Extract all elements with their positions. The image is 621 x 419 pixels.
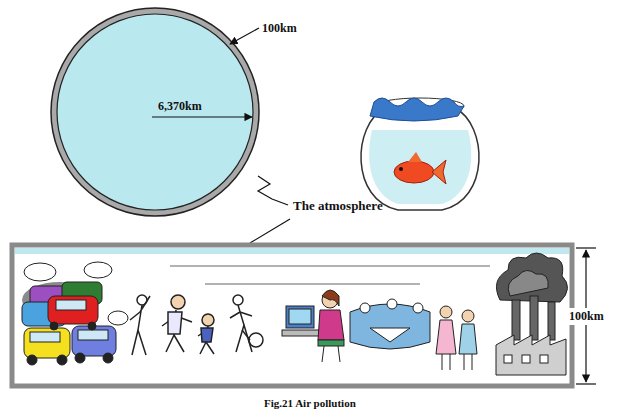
- two-women: [436, 306, 477, 370]
- factory: [496, 253, 568, 375]
- callout-label: The atmosphere: [293, 199, 383, 213]
- radius-label: 6,370km: [158, 99, 202, 114]
- cars: [22, 262, 128, 365]
- computer-worker: [282, 290, 344, 362]
- figure-caption: Fig.21 Air pollution: [264, 397, 356, 409]
- fishbowl: [361, 98, 479, 210]
- dimension-label: 100km: [568, 308, 605, 325]
- meeting: [350, 299, 430, 349]
- dimension-label: 100km: [262, 22, 297, 35]
- earth-circle: 6,370km: [50, 7, 260, 217]
- atmosphere-slab: [12, 245, 572, 386]
- earth-outline: [50, 7, 260, 217]
- people: [130, 295, 263, 355]
- leader-line: [250, 176, 290, 243]
